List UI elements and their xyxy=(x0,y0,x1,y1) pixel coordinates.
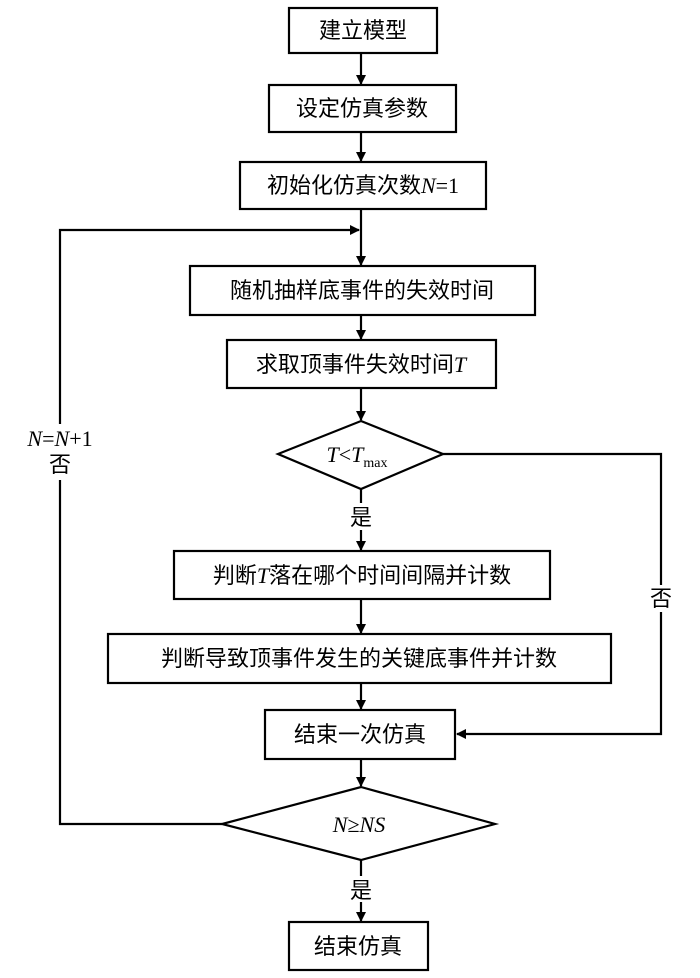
node-n3: 初始化仿真次数N=1 xyxy=(238,160,488,211)
node-n6-text: 判断T落在哪个时间间隔并计数 xyxy=(213,563,511,588)
node-n5-text-main: 求取顶事件失效时间 xyxy=(256,352,454,377)
d1-op: < xyxy=(339,442,351,467)
d2-no-var: N xyxy=(26,426,43,451)
decision-d1-text: T<Tmax xyxy=(326,442,387,471)
node-n6-tail: 落在哪个时间间隔并计数 xyxy=(269,563,511,588)
edge-d1-no-bottom xyxy=(456,612,663,739)
d1-var: T xyxy=(326,442,340,467)
d1-no-label: 否 xyxy=(650,586,672,611)
decision-d1: T<Tmax xyxy=(275,419,446,491)
node-n8-text: 结束一次仿真 xyxy=(294,722,426,747)
node-n6-var: T xyxy=(257,563,271,588)
d2-op: ≥ xyxy=(347,812,359,837)
d1-var2: T xyxy=(351,442,365,467)
d1-sub: max xyxy=(363,456,387,471)
edge-d1-no-top xyxy=(443,452,663,585)
node-n8: 结束一次仿真 xyxy=(263,708,457,761)
d2-no-label: 否 xyxy=(49,452,71,477)
node-n2-text: 设定仿真参数 xyxy=(296,96,428,121)
d2-no-tail: +1 xyxy=(69,426,92,451)
decision-d2: N≥NS xyxy=(217,785,500,862)
node-n7-text: 判断导致顶事件发生的关键底事件并计数 xyxy=(161,646,557,671)
node-n6-pre: 判断 xyxy=(213,563,257,588)
d2-var2: NS xyxy=(359,812,386,837)
node-n3-tail: =1 xyxy=(436,173,459,198)
d2-no-eq: = xyxy=(42,426,54,451)
node-n6: 判断T落在哪个时间间隔并计数 xyxy=(172,549,552,601)
d2-yes-label: 是 xyxy=(350,878,372,903)
node-n3-var: N xyxy=(420,173,437,198)
d2-no-var2: N xyxy=(54,426,71,451)
node-n2: 设定仿真参数 xyxy=(267,83,458,134)
d2-var: N xyxy=(332,812,349,837)
node-n1-text: 建立模型 xyxy=(319,18,407,43)
node-n9: 结束仿真 xyxy=(287,920,430,972)
node-n7: 判断导致顶事件发生的关键底事件并计数 xyxy=(106,632,613,685)
edge-d2-no-top xyxy=(58,225,360,424)
node-n5-text: 求取顶事件失效时间T xyxy=(256,352,468,377)
d2-no-formula: N=N+1 xyxy=(26,426,92,451)
node-n3-text: 初始化仿真次数N=1 xyxy=(267,173,459,198)
d1-yes-label: 是 xyxy=(350,505,372,530)
node-n1: 建立模型 xyxy=(287,6,439,55)
node-n3-text-main: 初始化仿真次数 xyxy=(267,173,421,198)
node-n5: 求取顶事件失效时间T xyxy=(225,338,498,390)
node-n4: 随机抽样底事件的失效时间 xyxy=(188,264,537,317)
node-n5-var: T xyxy=(454,352,468,377)
edge-d2-no-bottom xyxy=(58,480,222,826)
node-n4-text: 随机抽样底事件的失效时间 xyxy=(230,278,494,303)
connectors xyxy=(58,53,663,922)
node-n9-text: 结束仿真 xyxy=(314,934,402,959)
decision-d2-text: N≥NS xyxy=(332,812,385,837)
